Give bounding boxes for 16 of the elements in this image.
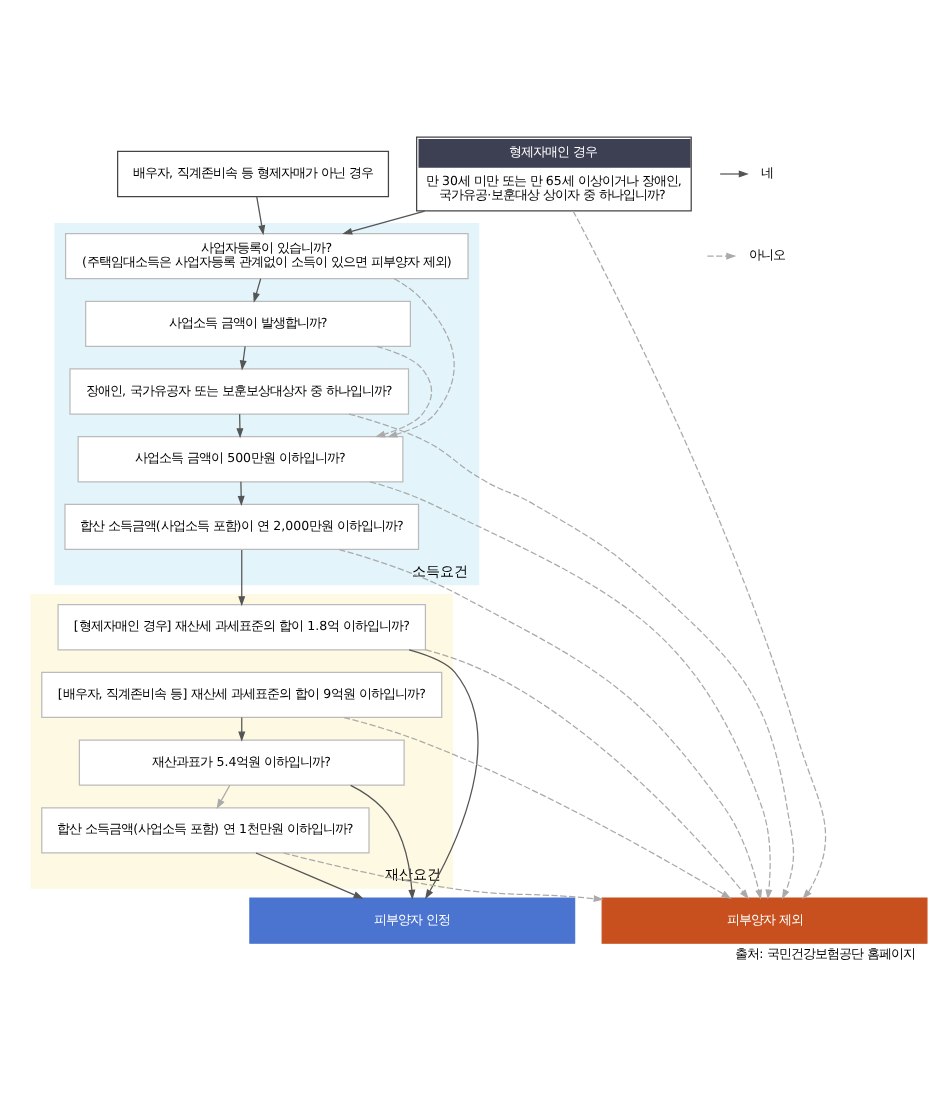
arrow	[236, 413, 244, 439]
arrow	[237, 481, 245, 506]
arrow	[239, 345, 247, 371]
arrow	[369, 481, 773, 900]
arrow	[255, 852, 364, 899]
arrow	[283, 852, 604, 903]
arrow	[342, 210, 426, 235]
arrow	[256, 195, 266, 236]
arrow	[216, 784, 231, 810]
arrow	[238, 549, 246, 607]
arrow	[253, 278, 262, 303]
arrow	[424, 649, 749, 900]
arrow	[408, 649, 479, 900]
arrow	[348, 413, 795, 900]
arrow	[338, 549, 763, 900]
arrow	[572, 210, 827, 900]
